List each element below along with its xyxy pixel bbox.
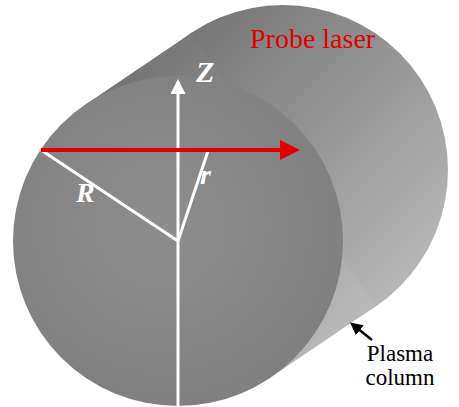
- r-label: r: [200, 160, 211, 189]
- probe-laser-arrow: [41, 148, 296, 152]
- axis-line: [177, 241, 180, 406]
- radius-label: R: [76, 178, 95, 207]
- plasma-column-label: Plasma column: [352, 342, 448, 390]
- leader-arrow: [352, 324, 372, 340]
- z-axis-arrow: [177, 82, 180, 241]
- radius-line: [41, 150, 178, 241]
- probe-laser-label: Probe laser: [250, 24, 375, 53]
- axis-label: Z: [196, 56, 214, 88]
- cylinder-front-face: [13, 76, 343, 406]
